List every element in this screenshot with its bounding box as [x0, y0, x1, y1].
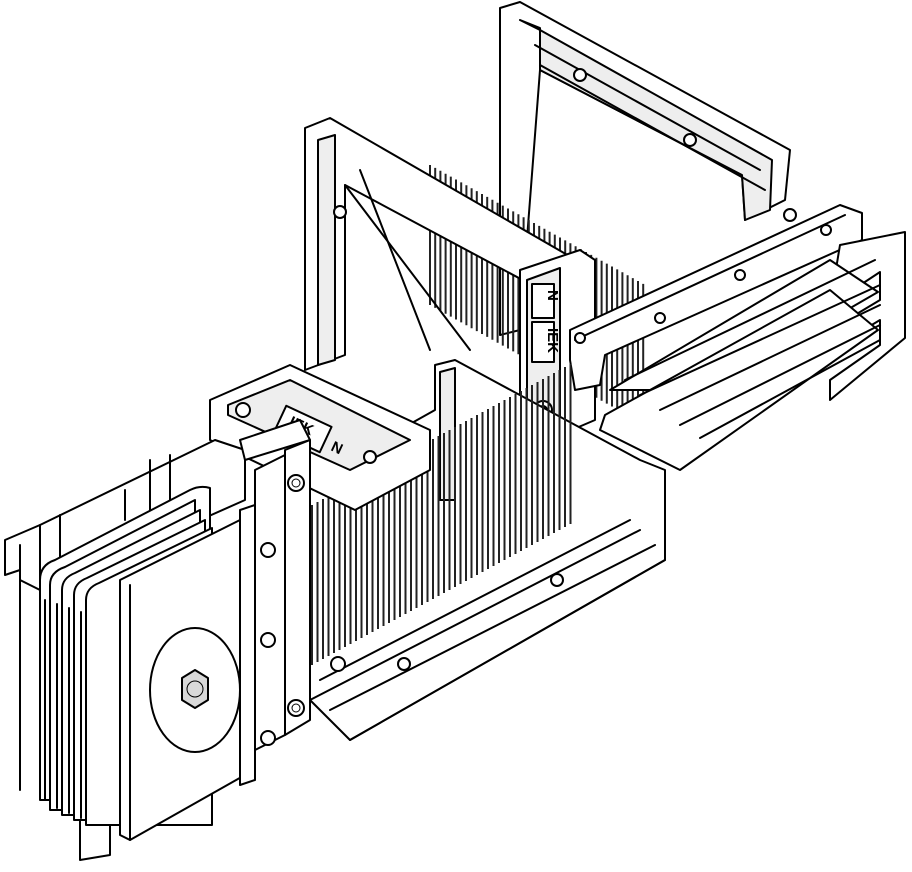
right-busbar-outlet	[569, 204, 906, 471]
back-housing-frame	[499, 1, 791, 336]
marking-label-right: IEK	[544, 328, 561, 353]
front-clamp-plate	[119, 519, 246, 841]
hex-bolt-head	[181, 669, 209, 709]
phase-mark-right: N	[544, 290, 561, 301]
side-rail-bolts	[239, 419, 311, 786]
